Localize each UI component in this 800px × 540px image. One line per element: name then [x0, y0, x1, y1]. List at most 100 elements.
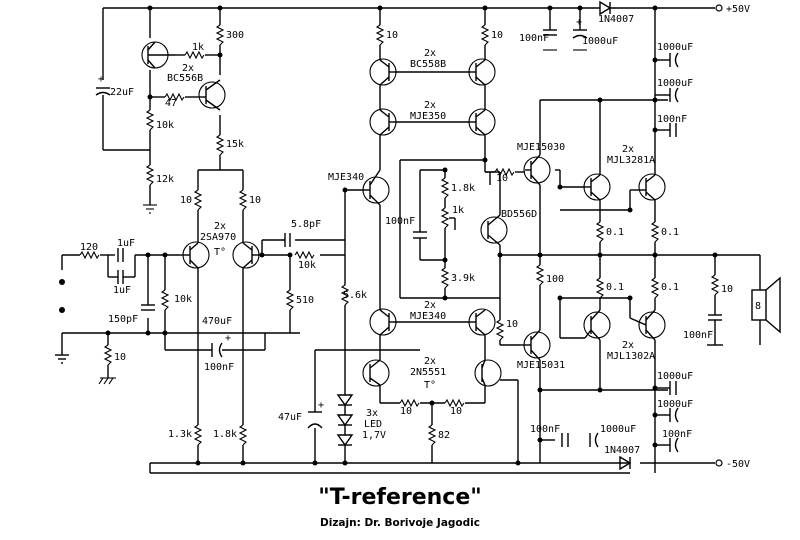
r-1k-label: 1k [192, 42, 204, 53]
mje340-b-label: MJE340 [410, 311, 446, 322]
r-120-label: 120 [80, 242, 98, 253]
c-1000uf-r4-label: 1000uF [657, 399, 693, 410]
capacitor-47uf: + [307, 400, 324, 429]
led-label: LED [364, 419, 382, 430]
2n5551-count-label: 2x [424, 356, 436, 367]
transistor-mjl3281a-a [583, 173, 611, 201]
c-1000uf-bot-label: 1000uF [600, 424, 636, 435]
supply-decoupling-top: + [543, 0, 612, 51]
resistor-1-3k [193, 424, 203, 446]
negative-rail-label: -50V [726, 459, 750, 470]
transistor-mje350-a [369, 108, 397, 136]
transistor-mjl1302a-a [583, 309, 611, 341]
c-100nf-r2-label: 100nF [662, 429, 692, 440]
c-150pf-label: 150pF [108, 314, 138, 325]
r-10-top-b-label: 10 [491, 30, 503, 41]
diff-pair-wiring [149, 170, 518, 473]
r-10-diff-a-label: 10 [180, 195, 192, 206]
r-10k-cs-label: 10k [156, 120, 174, 131]
r-47-label: 47 [165, 98, 177, 109]
bd-vbe-label: BD556D [501, 209, 537, 220]
resistor-10-cs-a [399, 398, 420, 408]
transistor-mje15030 [523, 154, 551, 186]
c-1000uf-r2-label: 1000uF [657, 78, 693, 89]
resistor-15k [215, 134, 225, 156]
r-1-8k-vbe-label: 1.8k [451, 183, 475, 194]
transistor-mje340-c [468, 308, 496, 336]
trimmer-1k-label: 1k [452, 205, 464, 216]
r-5-6k-label: 5.6k [343, 290, 367, 301]
resistor-10-ground [103, 344, 113, 366]
r-10-top-a-label: 10 [386, 30, 398, 41]
transistor-2sa970-a [180, 241, 210, 269]
resistor-1-8k-diff [238, 424, 248, 446]
emitter-resistor-a [595, 221, 605, 243]
r-12k-label: 12k [156, 174, 174, 185]
schematic-title: "T-reference" [318, 485, 482, 510]
svg-text:+: + [318, 400, 324, 411]
resistor-510 [285, 289, 295, 311]
speaker-impedance-label: 8 [755, 301, 761, 312]
capacitor-100nf-vbe [413, 231, 427, 239]
mjl1302a-label: MJL1302A [607, 351, 655, 362]
resistor-10k-input [160, 289, 170, 311]
sa970-count-label: 2x [214, 221, 226, 232]
r-15k-label: 15k [226, 139, 244, 150]
resistor-10-top-a [375, 24, 385, 46]
r-10-ground-label: 10 [114, 352, 126, 363]
bias-trimmer [440, 207, 450, 229]
resistor-10-top-b [480, 24, 490, 46]
ground-symbol [98, 377, 116, 385]
capacitor-150pf [141, 304, 155, 311]
diode-top-label: 1N4007 [598, 14, 634, 25]
r-10k-feedback-label: 10k [298, 260, 316, 271]
thermal-coupling-b-label: T° [424, 380, 436, 391]
c-5-8pf-label: 5.8pF [291, 219, 321, 230]
r-1-8k-diff-label: 1.8k [213, 429, 237, 440]
output-stage-wiring [485, 8, 761, 473]
ground-symbol-2 [143, 204, 157, 214]
r-10-driver-label: 10 [496, 173, 508, 184]
r-3-9k-label: 3.9k [451, 273, 475, 284]
resistor-1k-cs [184, 50, 205, 60]
resistor-10-driver-b [495, 319, 505, 341]
mjl3281a-label: MJL3281A [607, 155, 655, 166]
c-1uf-label: 1uF [117, 238, 135, 249]
r-100-label: 100 [546, 274, 564, 285]
c-1000uf-top-label: 1000uF [582, 36, 618, 47]
r-510-label: 510 [296, 295, 314, 306]
r-0-1-b-label: 0.1 [661, 227, 679, 238]
r-82-label: 82 [438, 430, 450, 441]
c-100nf-r1-label: 100nF [657, 114, 687, 125]
capacitor-5-8pf [284, 233, 291, 247]
transistor-bc556b-a [141, 41, 175, 69]
c-1000uf-r1-label: 1000uF [657, 42, 693, 53]
sa970-label: 2SA970 [200, 232, 236, 243]
resistor-47 [164, 92, 185, 102]
mje15031-label: MJE15031 [517, 360, 565, 371]
zobel-capacitor [708, 314, 722, 330]
mjl3281a-count-label: 2x [622, 144, 634, 155]
mje340-label: MJE340 [328, 172, 364, 183]
resistor-10k-cs [145, 109, 155, 131]
svg-text:+: + [225, 333, 231, 344]
transistor-bd-vbe [480, 214, 508, 246]
resistor-10k-feedback [294, 250, 315, 260]
c-47uf-label: 47uF [278, 412, 302, 423]
c-1uf-label-2: 1uF [113, 285, 131, 296]
junction-dots [105, 5, 718, 466]
mje350-label: MJE350 [410, 111, 446, 122]
negative-rail [150, 459, 723, 474]
bc558b-count-label: 2x [424, 48, 436, 59]
positive-rail [103, 4, 723, 12]
r-10-diff-b-label: 10 [249, 195, 261, 206]
positive-rail-label: +50V [726, 4, 750, 15]
resistor-1-8k-vbe [440, 177, 450, 199]
r-300-label: 300 [226, 30, 244, 41]
supply-decoupling-right [540, 52, 679, 471]
resistor-10-cs-b [444, 398, 465, 408]
capacitor-470uf: + [211, 333, 231, 358]
r-0-1-c-label: 0.1 [606, 282, 624, 293]
